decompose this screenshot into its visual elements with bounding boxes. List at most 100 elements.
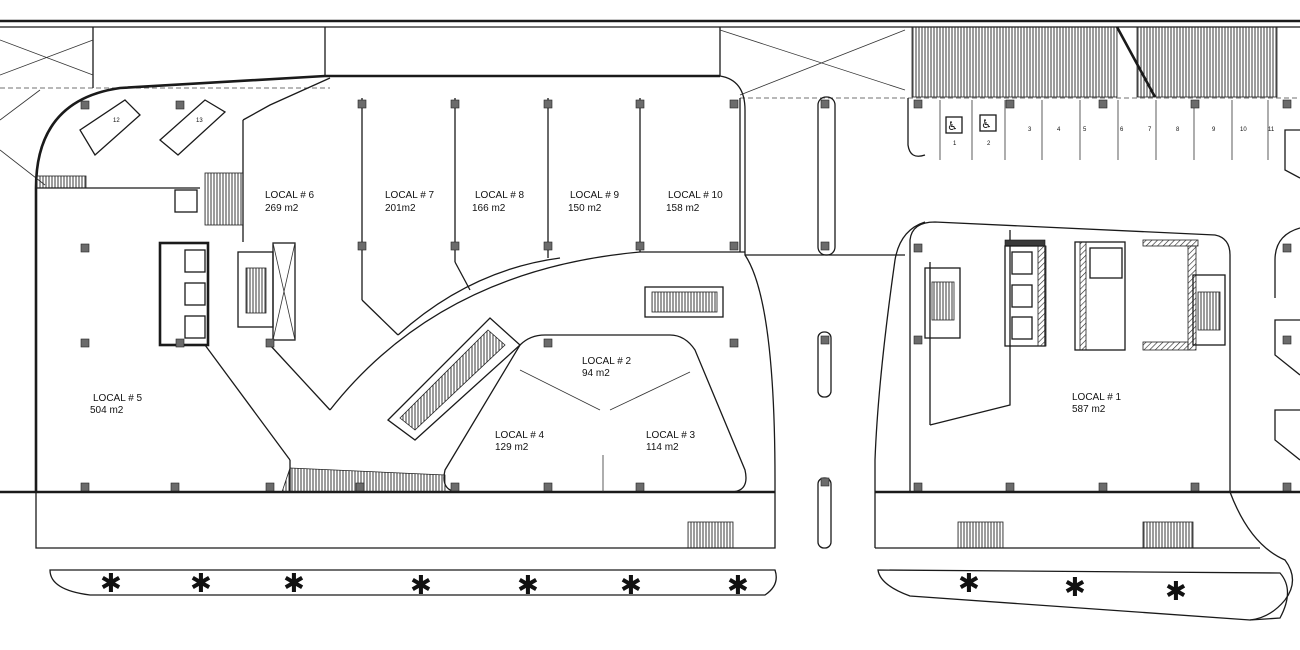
column [265,338,275,348]
column [543,241,553,251]
column [1098,482,1108,492]
escalator-diagonal [387,317,521,441]
palm-tree-icon: ✱ [1165,577,1187,607]
parking-number: 6 [1120,127,1124,133]
structural-columns [80,99,1292,492]
motorcycle-numbers: 12 13 [113,118,203,124]
unit-2-name: LOCAL # 2 [582,356,632,367]
unit-7-area: 201m2 [385,203,416,214]
column [635,482,645,492]
unit-3-area: 114 m2 [646,442,679,453]
palm-tree-icon: ✱ [1064,573,1086,603]
unit-1-name: LOCAL # 1 [1072,392,1122,403]
parking-number: 1 [953,141,957,147]
palm-tree-icon: ✱ [100,569,122,599]
unit-10-area: 158 m2 [666,203,700,214]
unit-5-name: LOCAL # 5 [93,393,143,404]
unit-5-area: 504 m2 [90,405,124,416]
column [1005,482,1015,492]
palm-tree-icon: ✱ [620,571,642,601]
column [357,241,367,251]
palm-tree-icon: ✱ [517,571,539,601]
escalator-right [644,286,724,318]
column [450,241,460,251]
column [1190,99,1200,109]
unit-6-area: 269 m2 [265,203,299,214]
unit-4-name: LOCAL # 4 [495,430,545,441]
column [635,241,645,251]
parking-number: 10 [1240,127,1247,133]
unit-9-area: 150 m2 [568,203,602,214]
accessible-spaces: ♿ ♿ [945,114,997,134]
wheelchair-icon: ♿ [947,119,958,133]
palm-tree-icon: ✱ [283,569,305,599]
palm-tree-icon: ✱ [727,571,749,601]
column [80,100,90,110]
right-building [874,221,1294,621]
unit-2-area: 94 m2 [582,368,610,379]
parking-numbers: 1 2 3 4 5 6 7 8 9 10 11 [953,127,1275,147]
planter-right [877,569,1289,621]
column [729,99,739,109]
parking-area [907,26,1278,160]
column [729,241,739,251]
unit-10-name: LOCAL # 10 [668,190,723,201]
unit-7-name: LOCAL # 7 [385,190,435,201]
parking-number: 8 [1176,127,1180,133]
column [1190,482,1200,492]
wheelchair-icon: ♿ [981,117,992,131]
unit-6-name: LOCAL # 6 [265,190,315,201]
column [913,482,923,492]
parking-number: 2 [987,141,991,147]
parking-number: 9 [1212,127,1216,133]
median-strips [817,96,836,549]
column [820,99,830,109]
right-edge-stalls [1274,129,1300,461]
parking-number: 5 [1083,127,1087,133]
column [357,99,367,109]
column [913,335,923,345]
column [820,335,830,345]
column [543,482,553,492]
column [543,338,553,348]
column [1282,335,1292,345]
parking-number: 3 [1028,127,1032,133]
column [635,99,645,109]
column [450,482,460,492]
column [1282,99,1292,109]
column [80,482,90,492]
unit-labels: LOCAL # 1 587 m2 LOCAL # 2 94 m2 LOCAL #… [90,190,1122,453]
parking-number: 11 [1268,127,1275,133]
unit-3-name: LOCAL # 3 [646,430,696,441]
unit-4-area: 129 m2 [495,442,529,453]
planter-left [49,569,777,596]
unit-8-name: LOCAL # 8 [475,190,525,201]
column [913,99,923,109]
column [80,243,90,253]
parking-number: 7 [1148,127,1152,133]
column [80,338,90,348]
top-perimeter [0,19,1300,186]
column [170,482,180,492]
palm-tree-icon: ✱ [958,569,980,599]
motorcycle-number: 12 [113,118,120,124]
column [175,338,185,348]
palm-tree-icon: ✱ [190,569,212,599]
column [1005,99,1015,109]
column [450,99,460,109]
column [175,100,185,110]
column [820,241,830,251]
parking-number: 4 [1057,127,1061,133]
motorcycle-number: 13 [196,118,203,124]
column [820,477,830,487]
column [1098,99,1108,109]
column [543,99,553,109]
column [1282,243,1292,253]
unit-9-name: LOCAL # 9 [570,190,620,201]
palms-layer: ✱ ✱ ✱ ✱ ✱ ✱ ✱ ✱ ✱ ✱ [100,569,1187,607]
palm-tree-icon: ✱ [410,571,432,601]
unit-1-area: 587 m2 [1072,404,1106,415]
column [265,482,275,492]
column [355,482,365,492]
